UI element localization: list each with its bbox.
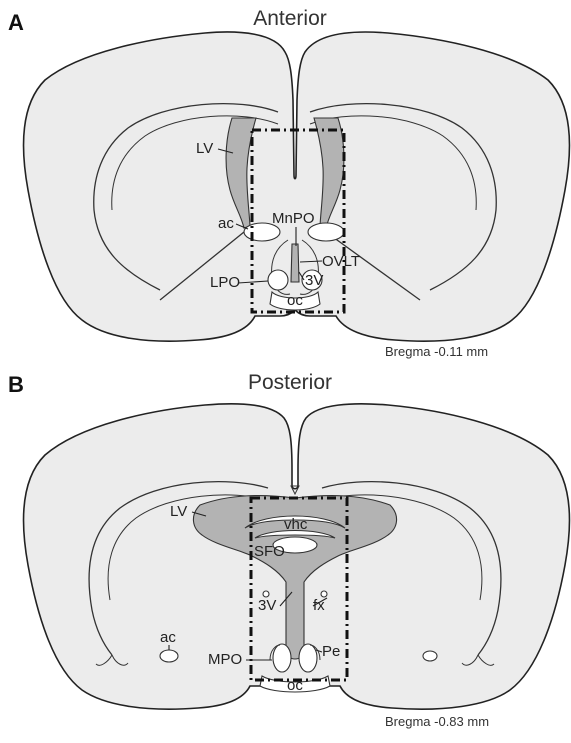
panel-a: A Anterior LV ac MnPO OVLT LPO (8, 7, 570, 359)
panel-b: B Posterior LV vhc SFO fx (8, 371, 570, 729)
panel-b-ac-left-oval (160, 650, 178, 662)
panel-b-ac-right-oval (423, 651, 437, 661)
panel-b-label-mpo: MPO (208, 651, 242, 668)
panel-a-label-oc: oc (287, 292, 303, 309)
panel-b-bregma: Bregma -0.83 mm (385, 714, 489, 729)
panel-a-label-lpo: LPO (210, 274, 240, 291)
panel-b-label-vhc: vhc (284, 516, 308, 533)
panel-b-title: Posterior (248, 371, 332, 394)
panel-a-lpo-left (268, 270, 288, 290)
panel-a-label-ovlt: OVLT (322, 253, 360, 270)
panel-a-bregma: Bregma -0.11 mm (385, 344, 488, 359)
panel-b-label-sfo: SFO (254, 543, 285, 560)
panel-b-label-ac: ac (160, 629, 176, 646)
panel-b-mpo-right (299, 644, 317, 672)
panel-b-label-oc: oc (287, 677, 303, 694)
panel-a-label-lv: LV (196, 140, 213, 157)
panel-a-letter: A (8, 10, 24, 35)
panel-b-label-3v: 3V (258, 597, 276, 614)
panel-a-label-mnpo: MnPO (272, 210, 315, 227)
panel-a-label-ac: ac (218, 215, 234, 232)
panel-b-label-lv: LV (170, 503, 187, 520)
panel-b-letter: B (8, 372, 24, 397)
panel-a-third-ventricle (291, 244, 299, 282)
panel-b-label-pe: Pe (322, 643, 340, 660)
panel-b-mpo-left (273, 644, 291, 672)
panel-a-label-3v: 3V (305, 272, 323, 289)
panel-a-title: Anterior (253, 7, 327, 30)
